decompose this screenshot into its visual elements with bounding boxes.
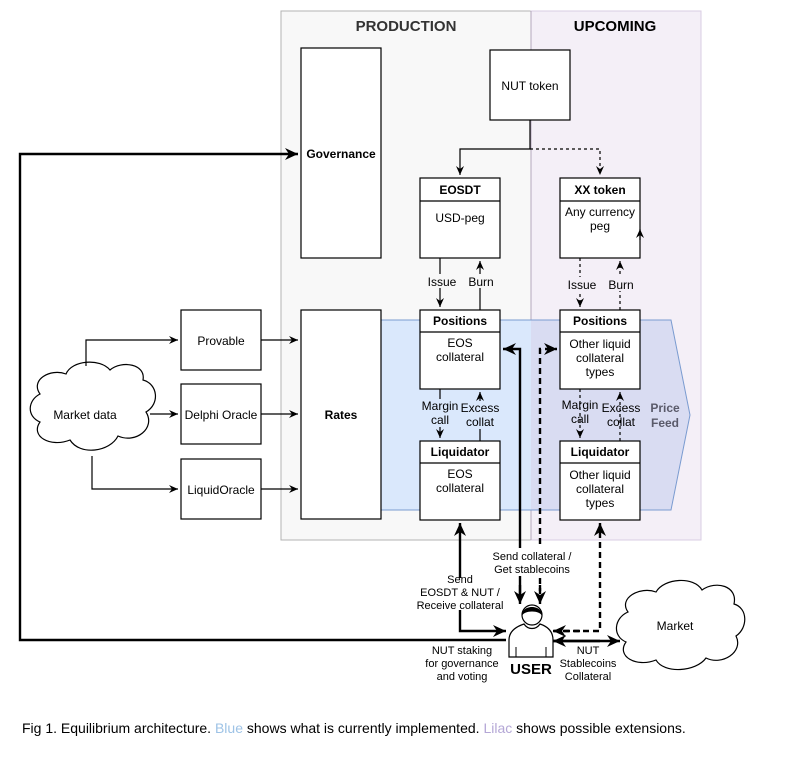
liquidator-upcoming-box xyxy=(559,440,641,521)
liquidator-production-body-1: EOS xyxy=(447,467,472,481)
positions-upcoming-body-2: collateral xyxy=(576,351,624,365)
nut-staking-label-1: NUT staking xyxy=(432,645,492,657)
price-feed-label-1: Price xyxy=(650,401,680,415)
send-collateral-label-2: Get stablecoins xyxy=(494,564,570,576)
liquidator-upcoming-body-3: types xyxy=(586,496,615,510)
liquid-oracle-label: LiquidOracle xyxy=(187,483,255,497)
edge-user-to-governance xyxy=(18,148,506,642)
nut-staking-label-3: and voting xyxy=(437,671,488,683)
caption-lilac-word: Lilac xyxy=(483,720,513,736)
market-data-cloud xyxy=(29,361,156,451)
edge-nut-to-eosdt xyxy=(456,120,531,175)
nut-token-label: NUT token xyxy=(501,79,558,93)
send-eosdt-label-2: EOSDT & NUT / xyxy=(420,587,501,599)
positions-upcoming-title: Positions xyxy=(573,314,627,328)
user-label: USER xyxy=(510,661,552,678)
liquidator-upcoming-body-1: Other liquid xyxy=(569,468,630,482)
excess-collat-label-upcoming-1: Excess xyxy=(602,401,641,415)
positions-production-title: Positions xyxy=(433,314,487,328)
nut-staking-label-2: for governance xyxy=(425,658,498,670)
caption-suffix: shows possible extensions. xyxy=(512,720,686,736)
liquidator-upcoming-title: Liquidator xyxy=(571,445,630,459)
market-flow-label-1: NUT xyxy=(577,645,600,657)
rates-label: Rates xyxy=(325,408,358,422)
delphi-oracle-label: Delphi Oracle xyxy=(185,408,258,422)
provable-label: Provable xyxy=(197,334,245,348)
rates-box xyxy=(300,309,382,520)
caption-middle: shows what is currently implemented. xyxy=(243,720,484,736)
liquidator-upcoming-body-2: collateral xyxy=(576,482,624,496)
nut-token-box xyxy=(489,49,571,121)
caption-blue-word: Blue xyxy=(214,720,243,736)
positions-production-body-2: collateral xyxy=(436,350,484,364)
margin-call-label-upcoming-2: call xyxy=(571,412,589,426)
eosdt-box xyxy=(419,177,501,259)
excess-collat-label-production-1: Excess xyxy=(461,401,500,415)
issue-label-production: Issue xyxy=(428,275,457,289)
edge-user-send-collateral-production xyxy=(503,343,522,600)
positions-production-box xyxy=(419,309,501,390)
send-collateral-label-1: Send collateral / xyxy=(493,551,573,563)
market-label: Market xyxy=(657,619,694,633)
market-flow-label-2: Stablecoins xyxy=(560,658,617,670)
edge-liquidator-to-user-production xyxy=(458,610,506,637)
positions-production-body-1: EOS xyxy=(447,336,472,350)
xx-token-title: XX token xyxy=(574,183,625,197)
send-eosdt-label-3: Receive collateral xyxy=(417,600,504,612)
edge-market-to-liquidoracle xyxy=(91,456,178,493)
liquid-oracle-box xyxy=(180,458,262,520)
governance-box xyxy=(300,47,382,259)
positions-upcoming-body-3: types xyxy=(586,365,615,379)
burn-label-production: Burn xyxy=(468,275,493,289)
liquidator-production-title: Liquidator xyxy=(431,445,490,459)
liquidator-production-box xyxy=(419,440,501,521)
edge-user-send-collateral-upcoming xyxy=(538,343,557,604)
edge-market-to-provable xyxy=(85,336,178,366)
governance-label: Governance xyxy=(306,147,376,161)
positions-upcoming-box xyxy=(559,309,641,390)
margin-call-label-upcoming-1: Margin xyxy=(562,398,599,412)
production-header: PRODUCTION xyxy=(356,18,457,35)
price-feed-label-2: Feed xyxy=(651,416,679,430)
eosdt-body: USD-peg xyxy=(435,211,484,225)
excess-collat-label-upcoming-2: collat xyxy=(607,415,636,429)
burn-label-upcoming: Burn xyxy=(608,278,633,292)
eosdt-title: EOSDT xyxy=(439,183,481,197)
issue-label-upcoming: Issue xyxy=(568,278,597,292)
xx-token-box xyxy=(559,177,641,259)
xx-token-body-1: Any currency xyxy=(565,205,635,219)
positions-upcoming-body-1: Other liquid xyxy=(569,337,630,351)
figure-caption: Fig 1. Equilibrium architecture. Blue sh… xyxy=(22,720,686,736)
margin-call-label-production-2: call xyxy=(431,413,449,427)
xx-token-body-2: peg xyxy=(590,219,610,233)
user-icon xyxy=(508,604,554,658)
liquidator-production-body-2: collateral xyxy=(436,481,484,495)
upcoming-header: UPCOMING xyxy=(574,18,657,35)
margin-call-label-production-1: Margin xyxy=(422,399,459,413)
caption-prefix: Fig 1. Equilibrium architecture. xyxy=(22,720,215,736)
excess-collat-label-production-2: collat xyxy=(466,415,495,429)
market-cloud xyxy=(615,579,746,671)
send-eosdt-label-1: Send xyxy=(447,574,473,586)
market-data-label: Market data xyxy=(53,408,117,422)
market-flow-label-3: Collateral xyxy=(565,671,611,683)
